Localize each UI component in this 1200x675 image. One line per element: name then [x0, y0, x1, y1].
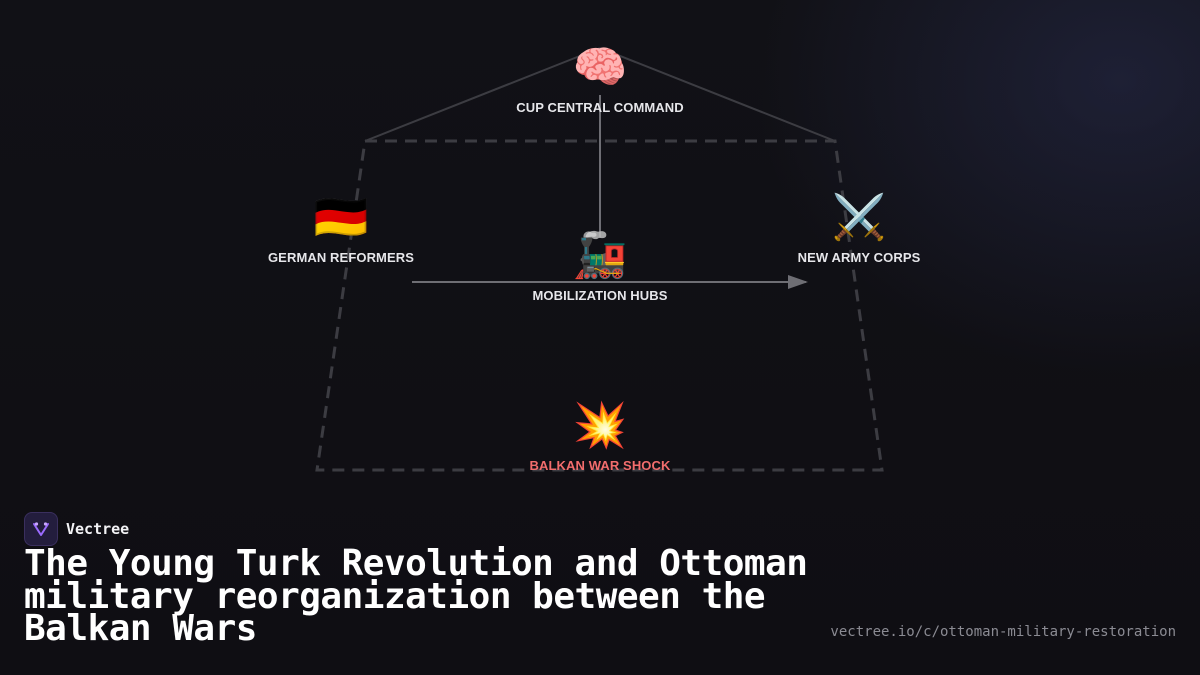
brand: Vectree [24, 512, 129, 546]
german-flag-icon: 🇩🇪 [313, 192, 369, 243]
node-label: MOBILIZATION HUBS [532, 288, 668, 303]
node-mobilization-hubs[interactable]: 🚂 MOBILIZATION HUBS [532, 230, 667, 303]
node-cup-central-command[interactable]: 🧠 CUP CENTRAL COMMAND [516, 42, 684, 115]
node-german-reformers[interactable]: 🇩🇪 GERMAN REFORMERS [268, 192, 414, 265]
crossed-swords-icon: ⚔️ [831, 192, 887, 243]
brain-icon: 🧠 [572, 42, 628, 93]
dashed-frame [315, 139, 884, 472]
diagram: 🧠 CUP CENTRAL COMMAND 🇩🇪 GERMAN REFORMER… [268, 42, 921, 473]
source-url[interactable]: vectree.io/c/ottoman-military-restoratio… [830, 624, 1176, 640]
brand-name: Vectree [66, 520, 130, 538]
diagram-lines [315, 47, 884, 472]
roof-line-right [599, 47, 836, 142]
node-label: BALKAN WAR SHOCK [529, 458, 671, 473]
locomotive-icon: 🚂 [572, 230, 628, 281]
node-balkan-war-shock[interactable]: 💥 BALKAN WAR SHOCK [530, 400, 671, 473]
node-label: NEW ARMY CORPS [797, 250, 921, 265]
roof-line-left [364, 47, 601, 142]
node-new-army-corps[interactable]: ⚔️ NEW ARMY CORPS [798, 192, 921, 265]
node-label: GERMAN REFORMERS [267, 250, 415, 265]
explosion-icon: 💥 [572, 400, 628, 451]
vectree-logo-icon [24, 512, 58, 546]
page-title: The Young Turk Revolution and Ottoman mi… [24, 543, 808, 649]
node-label: CUP CENTRAL COMMAND [516, 100, 684, 115]
